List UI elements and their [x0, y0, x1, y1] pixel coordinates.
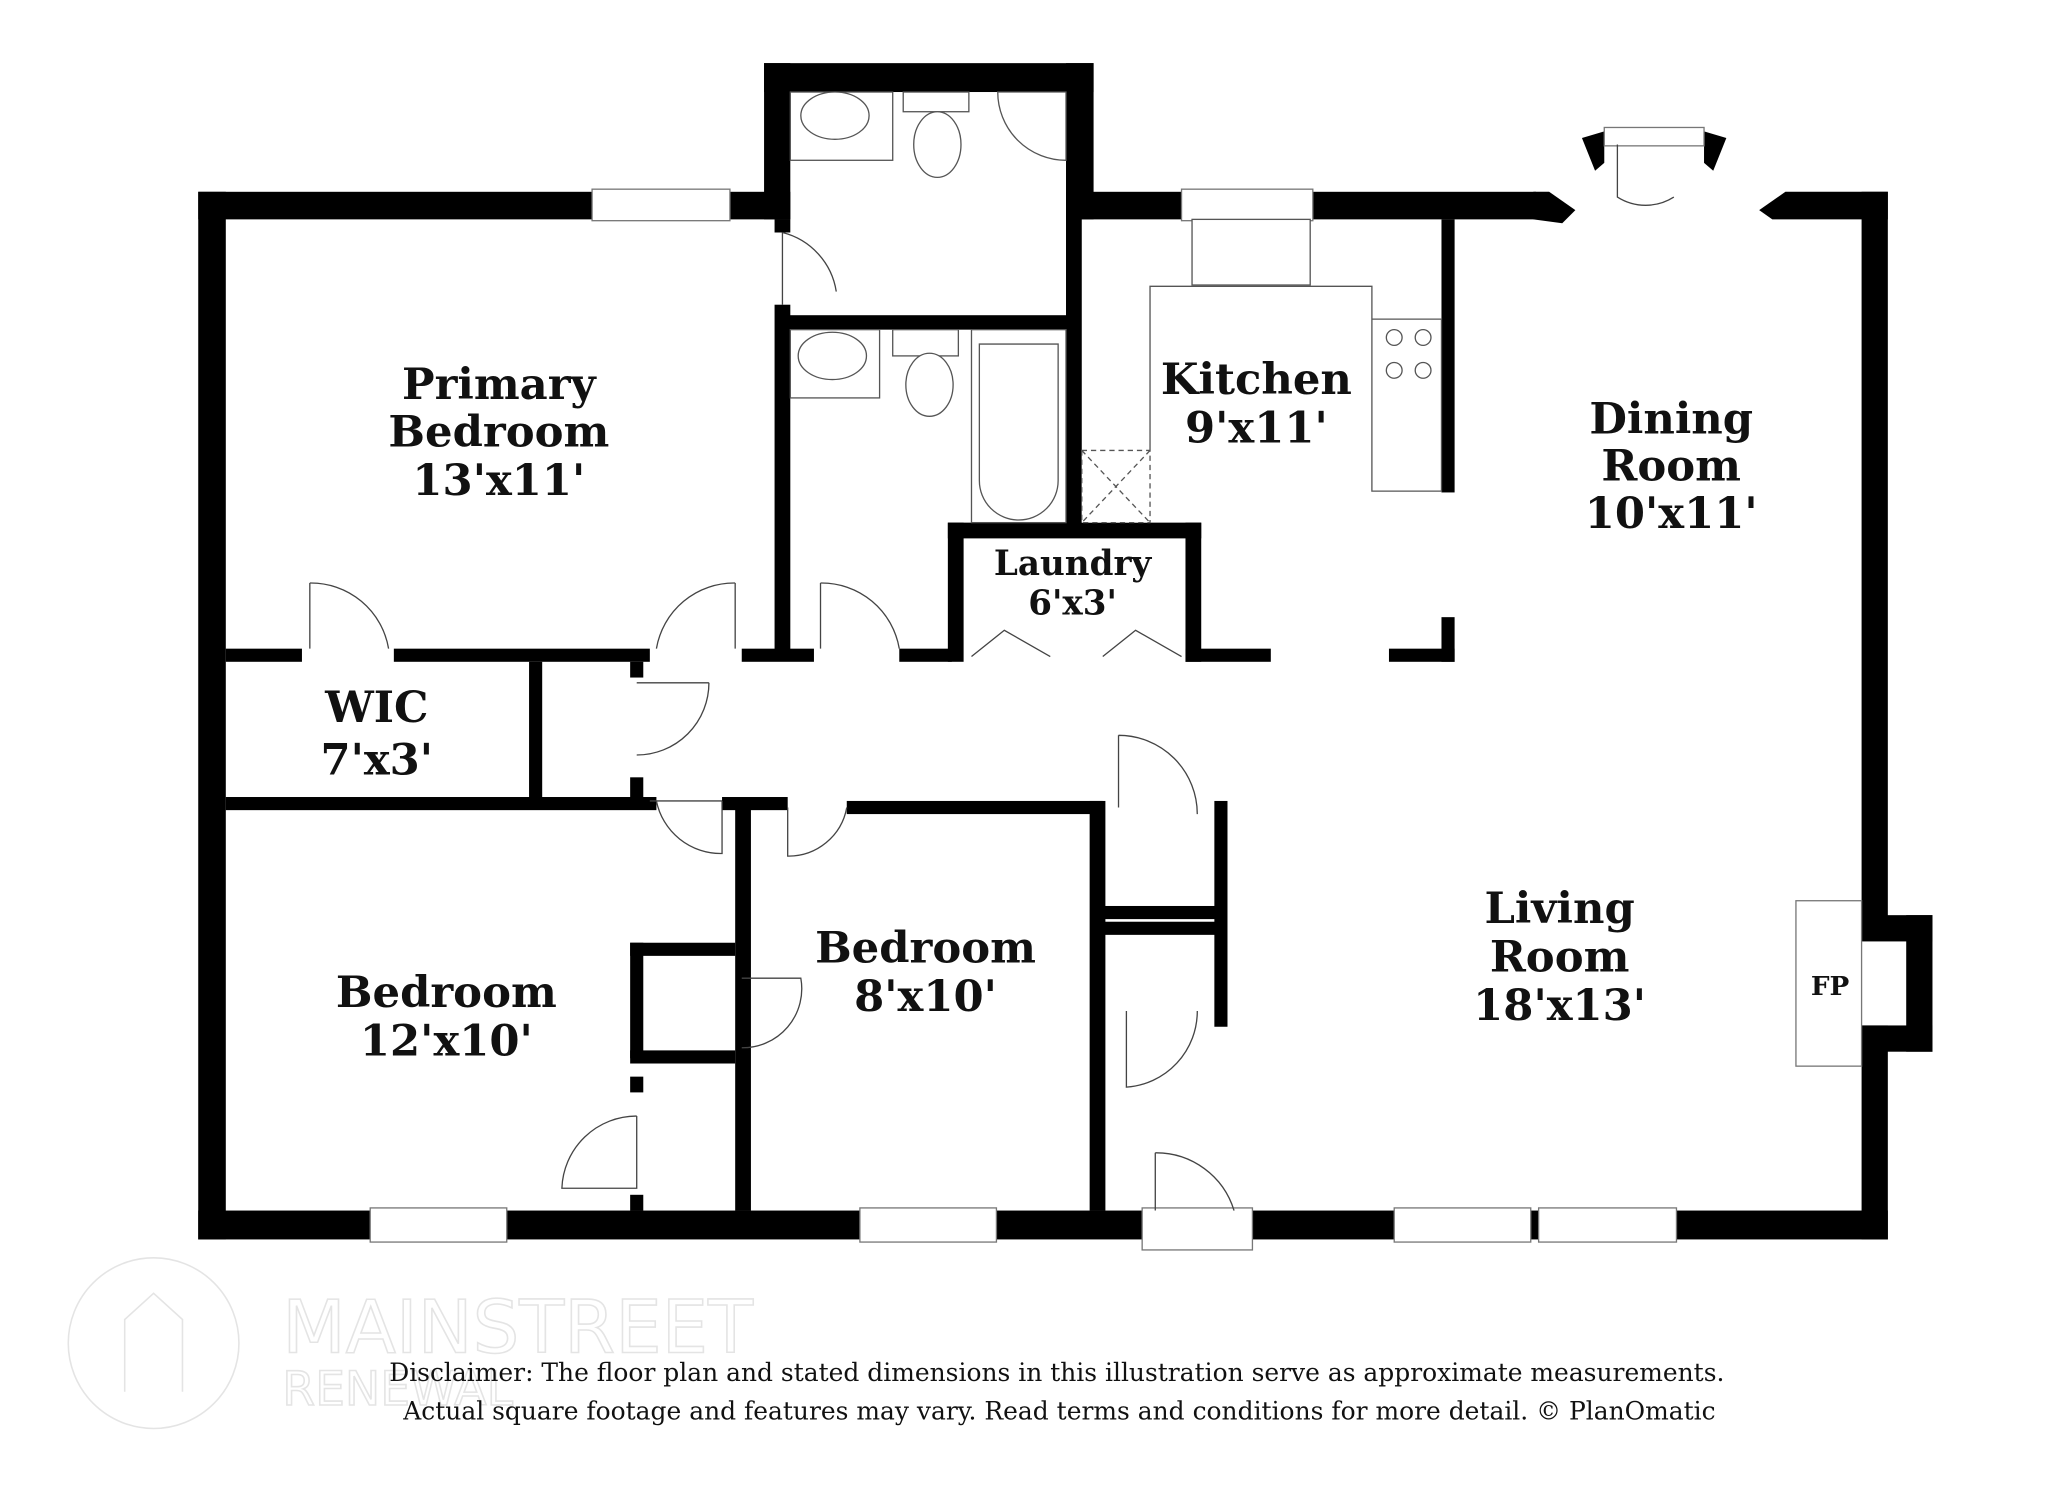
watermark-logo: MAINSTREET RENEWAL: [67, 1257, 755, 1430]
living-room-label: Living: [1484, 883, 1634, 934]
primary-bedroom-label-2: Bedroom: [388, 406, 609, 457]
toilet-icon: [905, 352, 954, 417]
watermark-text-1: MAINSTREET: [282, 1285, 754, 1370]
room-labels: Primary Bedroom 13'x11' Kitchen 9'x11' D…: [320, 354, 1849, 1067]
wic-label: WIC: [324, 682, 428, 733]
dining-room-label-2: Room: [1601, 441, 1741, 492]
dining-room-label: Dining: [1589, 393, 1753, 444]
window: [591, 188, 731, 222]
living-room-size: 18'x13': [1473, 980, 1646, 1031]
primary-bedroom-size: 13'x11': [412, 455, 585, 506]
kitchen-counter: [1149, 285, 1443, 492]
bedroom-2-label: Bedroom: [815, 922, 1036, 973]
fireplace: [1795, 900, 1863, 1067]
window: [1180, 188, 1314, 222]
door-threshold: [1141, 1207, 1254, 1251]
windows: [369, 126, 1863, 1251]
sink-icon: [797, 331, 868, 381]
sink-icon: [800, 91, 870, 140]
bedroom-2-size: 8'x10': [854, 971, 997, 1022]
window: [369, 1207, 508, 1243]
shower-icon: [997, 91, 1067, 161]
bedroom-1-size: 12'x10': [360, 1016, 533, 1067]
window: [1537, 1207, 1678, 1243]
kitchen-size: 9'x11': [1185, 403, 1328, 454]
laundry-size: 6'x3': [1028, 584, 1117, 624]
living-room-label-2: Room: [1490, 932, 1630, 983]
window: [1393, 1207, 1532, 1243]
toilet-icon: [913, 111, 962, 179]
laundry-label: Laundry: [994, 544, 1153, 584]
doors[interactable]: [309, 144, 1675, 1211]
toilet-tank: [902, 91, 970, 113]
primary-bedroom-label: Primary: [402, 359, 598, 410]
fixtures: [789, 91, 1443, 524]
fireplace-label: FP: [1811, 971, 1850, 1002]
toilet-tank: [892, 328, 960, 357]
watermark-text-2: RENEWAL: [282, 1362, 513, 1417]
window: [1603, 126, 1705, 147]
disclaimer-line-2: Actual square footage and features may v…: [402, 1396, 1715, 1425]
wic-size: 7'x3': [320, 735, 433, 786]
kitchen-sink-icon: [1191, 218, 1311, 286]
bedroom-1-label: Bedroom: [336, 967, 557, 1018]
window: [859, 1207, 998, 1243]
kitchen-label: Kitchen: [1161, 354, 1352, 405]
walls: [198, 63, 1933, 1240]
dining-room-size: 10'x11': [1585, 488, 1758, 539]
disclaimer-line-1: Disclaimer: The floor plan and stated di…: [389, 1358, 1724, 1387]
